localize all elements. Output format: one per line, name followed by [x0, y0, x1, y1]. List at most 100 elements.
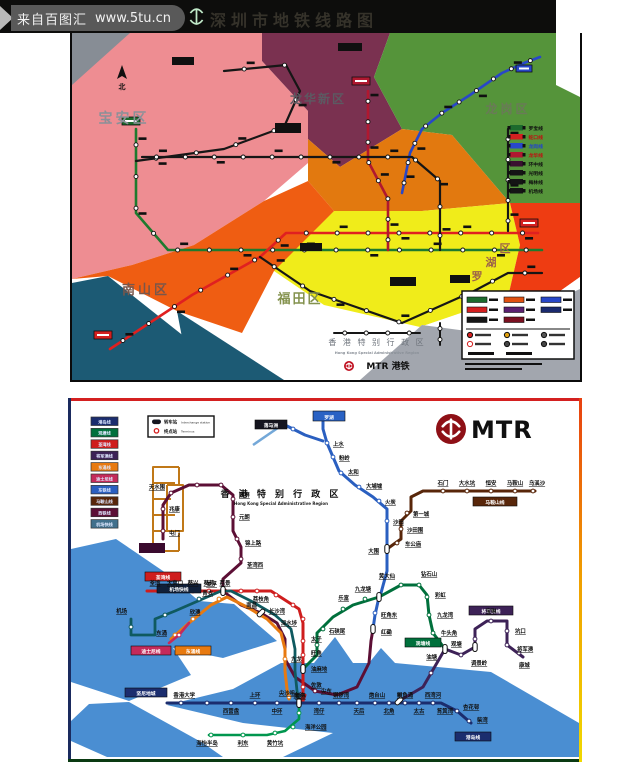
station-dot — [190, 616, 196, 622]
district-label: 龙华新区 — [290, 91, 346, 106]
hongkong-mtr-map-image[interactable]: 罗湖落马洲马鞍山线将军澳线观塘线港岛线荃湾线机场快线迪士尼线东涌线坚尼地城上水粉… — [68, 398, 582, 762]
station-dot — [354, 700, 360, 706]
legend-swatch-end — [522, 135, 526, 139]
station-dot — [271, 264, 277, 270]
station-label-box — [450, 275, 470, 283]
station-dot — [413, 157, 419, 163]
station-label-tick — [370, 254, 379, 257]
district-shape — [508, 203, 580, 311]
legend-box-swatch — [540, 306, 562, 313]
station-dot — [254, 588, 260, 594]
station-label: 西湾河 — [425, 691, 442, 699]
legend-item-swatch — [90, 507, 119, 518]
line-name-chip-label: 港岛线 — [466, 734, 481, 741]
station-label-tick — [442, 228, 451, 231]
station-dot — [324, 440, 330, 446]
legend-item-label: 马鞍山线 — [96, 498, 114, 505]
station-dot — [290, 724, 296, 730]
station-label-tick — [401, 237, 410, 240]
legend-swatch-end — [507, 171, 511, 175]
station-label-tick — [138, 212, 147, 215]
legend-swatch-end — [522, 171, 526, 175]
station-dot — [176, 632, 182, 638]
station-label: 尖东 — [321, 687, 332, 695]
legend-swatch-end — [507, 153, 511, 157]
shenzhen-metro-map-image[interactable]: 深圳市地铁线路图 北宝安区龙华新区龙岗区南山区福田区罗湖区罗宝线蛇口线龙岗线龙华… — [0, 0, 582, 382]
line-name-chip-label: 观塘线 — [416, 640, 431, 647]
station-dot — [454, 708, 460, 714]
key-terminus-zh: 终点站 — [163, 428, 178, 435]
legend-swatch-end — [507, 189, 511, 193]
mtr-logo-text: MTR — [471, 416, 533, 444]
station-dot — [211, 154, 217, 160]
legend-swatch-end — [522, 144, 526, 148]
station-dot — [437, 326, 443, 331]
station-dot — [460, 247, 466, 253]
station-dot — [527, 58, 533, 64]
station-dot — [275, 237, 281, 243]
station-dot — [458, 652, 464, 658]
station-dot — [238, 556, 244, 562]
station-dot — [178, 700, 184, 706]
station-dot — [240, 732, 246, 738]
station-dot — [225, 272, 231, 278]
station-label: 天水围 — [149, 483, 166, 491]
line-name-chip — [130, 645, 172, 656]
station-dot — [133, 205, 139, 211]
station-dot — [154, 154, 159, 160]
legend-item-swatch — [90, 439, 119, 449]
legend-symbol-bar — [468, 352, 494, 355]
station-dot — [172, 304, 177, 309]
legend-symbol-bar — [512, 333, 528, 337]
station-label-box — [465, 363, 542, 365]
line-name-chip — [156, 583, 202, 594]
legend-item-label: 东涌线 — [98, 464, 111, 471]
station-label: 柴湾 — [477, 716, 488, 724]
station-dot — [356, 484, 362, 490]
legend-symbol-bar — [549, 333, 565, 337]
station-label: 彩虹 — [434, 591, 446, 599]
station-label: 恒安 — [485, 479, 497, 487]
line-name-chip — [404, 637, 442, 648]
chip-mark — [97, 334, 109, 336]
station-label: 大窝口 — [167, 579, 183, 587]
legend-swatch — [510, 188, 523, 194]
legend-item-swatch — [90, 450, 119, 461]
station-dot — [198, 287, 204, 293]
key-terminus-en: Terminus — [180, 430, 195, 434]
legend-swatch-end — [507, 180, 511, 184]
compass-icon — [117, 65, 127, 79]
compass-label: 北 — [119, 82, 126, 91]
legend-symbol-bar — [549, 342, 565, 346]
legend-item-label: 港岛线 — [98, 418, 111, 425]
station-dot — [362, 596, 368, 602]
station-dot — [406, 330, 412, 336]
hongkong-map-body: 罗湖落马洲马鞍山线将军澳线观塘线港岛线荃湾线机场快线迪士尼线东涌线坚尼地城上水粉… — [71, 401, 579, 759]
legend-box-swatch — [503, 306, 525, 313]
station-label: 油麻地 — [311, 665, 328, 673]
legend-item-swatch — [90, 485, 119, 495]
station-dot — [238, 588, 244, 594]
station-dot — [435, 176, 440, 182]
station-label: 铜锣湾 — [333, 691, 350, 699]
station-label-tick — [243, 254, 252, 257]
legend-symbol — [466, 340, 474, 348]
chip-mark — [355, 80, 367, 82]
station-label-tick — [274, 149, 283, 153]
station-dot — [333, 247, 339, 253]
water-shape — [71, 702, 223, 757]
legend-box-swatch — [466, 306, 488, 313]
station-label: 香港 — [294, 692, 306, 700]
district-shape — [177, 311, 284, 380]
station-dot — [508, 66, 514, 72]
station-dot — [458, 230, 464, 236]
station-dot — [428, 247, 434, 253]
station-label: 金钟 — [293, 691, 305, 699]
legend-item-label: 将军澳线 — [96, 453, 114, 460]
legend-swatch — [510, 170, 523, 176]
legend-swatch — [510, 134, 523, 140]
station-dot — [522, 270, 528, 276]
station-dot — [405, 160, 411, 166]
station-dot — [363, 308, 369, 314]
station-dot — [437, 233, 443, 238]
